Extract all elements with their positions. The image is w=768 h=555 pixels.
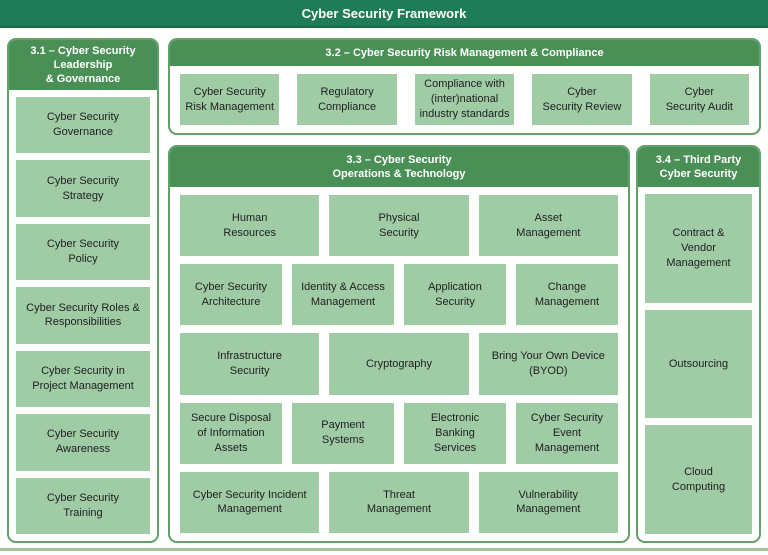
section-third-party: 3.4 – Third Party Cyber Security Contrac… xyxy=(636,145,761,543)
page-bottom-rule xyxy=(0,548,768,551)
box-risk-management: Cyber Security Risk Management xyxy=(180,74,280,125)
section-3-1-items: Cyber Security Governance Cyber Security… xyxy=(9,90,157,541)
ops-row-3: Infrastructure Security Cryptography Bri… xyxy=(180,333,618,395)
section-header-3-2: 3.2 – Cyber Security Risk Management & C… xyxy=(170,40,759,66)
box-cyber-security-strategy: Cyber Security Strategy xyxy=(16,160,150,217)
box-application-security: Application Security xyxy=(404,264,506,326)
box-byod: Bring Your Own Device (BYOD) xyxy=(478,333,618,395)
section-risk-management-compliance: 3.2 – Cyber Security Risk Management & C… xyxy=(168,38,761,135)
box-vulnerability-management: Vulnerability Management xyxy=(478,471,618,534)
section-operations-technology: 3.3 – Cyber Security Operations & Techno… xyxy=(168,145,630,543)
section-header-3-1: 3.1 – Cyber Security Leadership & Govern… xyxy=(9,40,157,90)
box-identity-access: Identity & Access Management xyxy=(292,264,394,326)
ops-row-4: Secure Disposal of Information Assets Pa… xyxy=(180,402,618,464)
section-leadership-governance: 3.1 – Cyber Security Leadership & Govern… xyxy=(7,38,159,543)
box-electronic-banking: Electronic Banking Services xyxy=(404,402,506,464)
box-contract-vendor: Contract & Vendor Management xyxy=(645,194,752,303)
box-physical-security: Physical Security xyxy=(329,195,469,257)
box-secure-disposal: Secure Disposal of Information Assets xyxy=(180,402,282,464)
box-incident-management: Cyber Security Incident Management xyxy=(180,471,320,534)
box-threat-management: Threat Management xyxy=(329,471,469,534)
box-asset-management: Asset Management xyxy=(478,195,618,257)
box-event-management: Cyber Security Event Management xyxy=(516,402,618,464)
framework-title-banner: Cyber Security Framework xyxy=(0,0,768,28)
box-infrastructure-security: Infrastructure Security xyxy=(180,333,320,395)
section-3-2-items: Cyber Security Risk Management Regulator… xyxy=(170,66,759,133)
box-architecture: Cyber Security Architecture xyxy=(180,264,282,326)
box-cloud-computing: Cloud Computing xyxy=(645,425,752,535)
box-industry-standards: Compliance with (inter)national industry… xyxy=(414,74,515,125)
box-human-resources: Human Resources xyxy=(180,195,320,257)
box-cyber-security-policy: Cyber Security Policy xyxy=(16,223,150,281)
box-roles-responsibilities: Cyber Security Roles & Responsibilities xyxy=(16,287,150,344)
ops-row-5: Cyber Security Incident Management Threa… xyxy=(180,471,618,534)
ops-row-1: Human Resources Physical Security Asset … xyxy=(180,195,618,257)
page-title: Cyber Security Framework xyxy=(301,5,467,21)
box-regulatory-compliance: Regulatory Compliance xyxy=(297,74,397,125)
section-header-3-4: 3.4 – Third Party Cyber Security xyxy=(638,147,759,187)
box-payment-systems: Payment Systems xyxy=(292,402,394,464)
box-security-audit: Cyber Security Audit xyxy=(649,74,750,125)
box-cyber-security-governance: Cyber Security Governance xyxy=(16,97,150,154)
ops-row-2: Cyber Security Architecture Identity & A… xyxy=(180,264,618,326)
section-header-3-3: 3.3 – Cyber Security Operations & Techno… xyxy=(170,147,628,187)
box-security-review: Cyber Security Review xyxy=(532,74,632,125)
box-training: Cyber Security Training xyxy=(16,477,150,534)
section-3-4-items: Contract & Vendor Management Outsourcing… xyxy=(638,187,759,541)
box-cryptography: Cryptography xyxy=(329,333,469,395)
box-project-management: Cyber Security in Project Management xyxy=(16,350,150,408)
box-awareness: Cyber Security Awareness xyxy=(16,414,150,471)
box-change-management: Change Management xyxy=(516,264,618,326)
section-3-3-rows: Human Resources Physical Security Asset … xyxy=(170,187,628,541)
box-outsourcing: Outsourcing xyxy=(645,309,752,419)
